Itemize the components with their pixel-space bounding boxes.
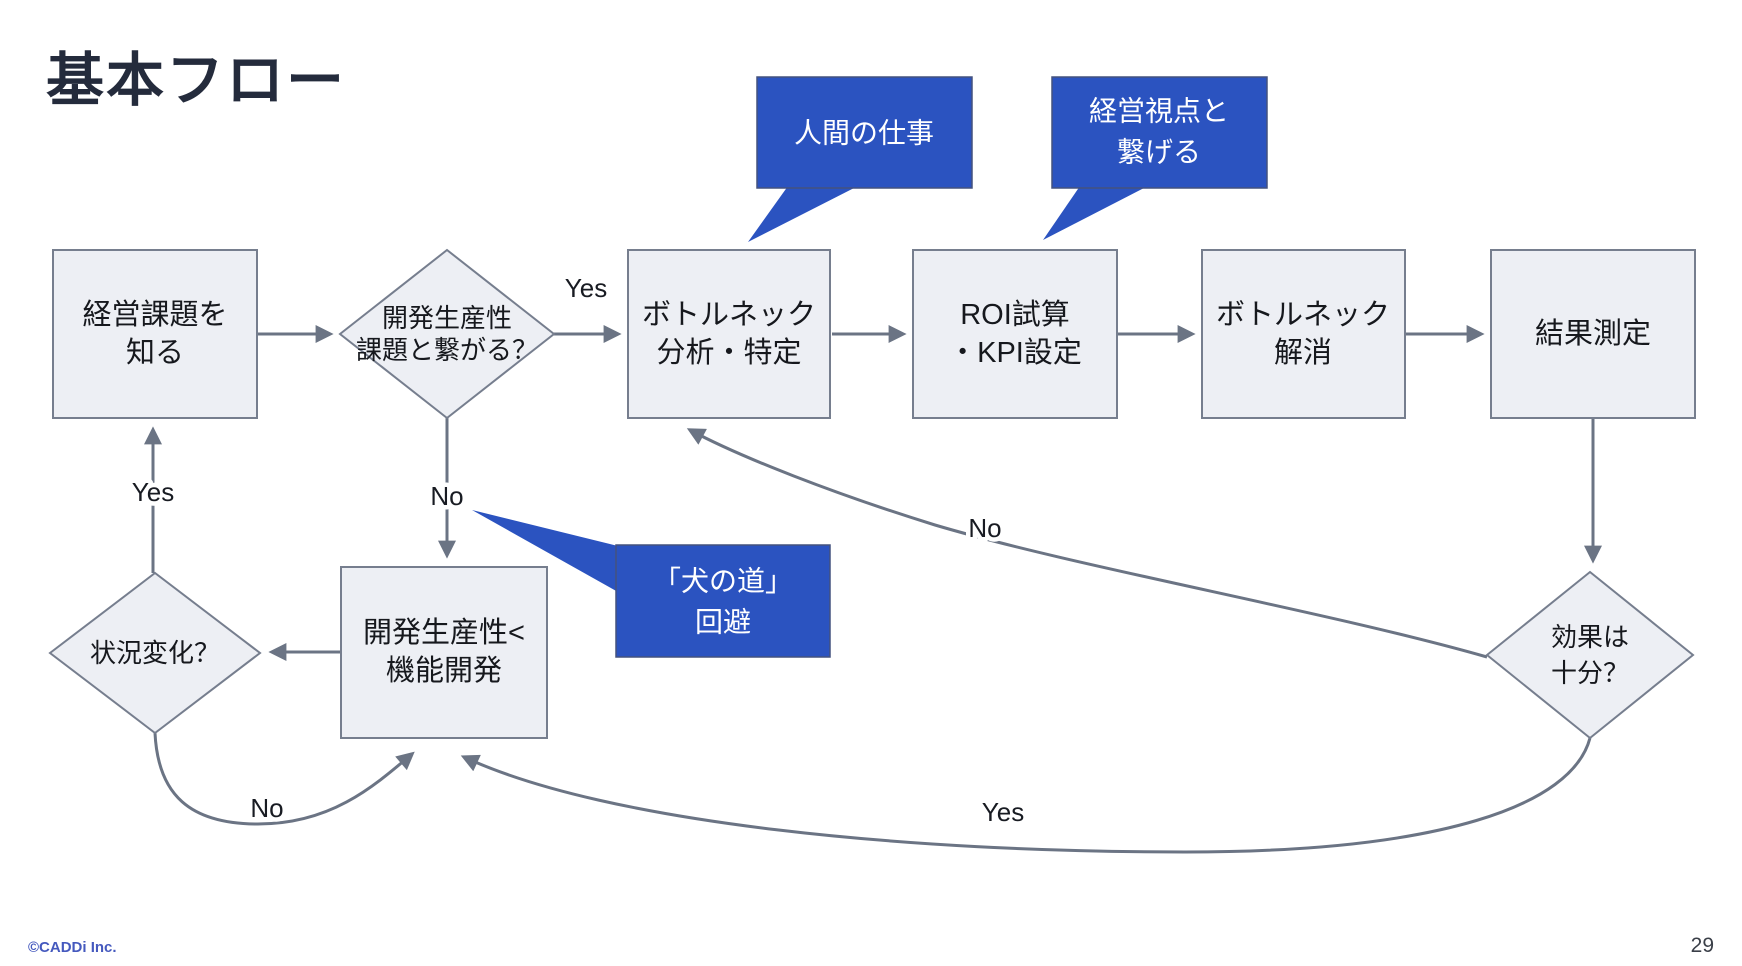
node-dev-productivity-link-decision: 開発生産性 課題と繋がる？ [338,248,556,420]
node-label-line1: ボトルネック [1216,299,1390,331]
page-title: 基本フロー [46,48,346,113]
decision-diamond [1485,570,1695,740]
decision-label-line1: 効果は [1551,622,1629,652]
edge-label-yes-effect-loop: Yes [982,797,1024,827]
node-roi-kpi: ROI試算 ・KPI設定 [912,249,1118,419]
callout-tail [748,186,858,242]
node-label-line1: 開発生産性< [363,616,525,649]
node-effect-sufficient-decision: 効果は 十分？ [1485,570,1695,740]
callout-tail [1043,186,1148,240]
decision-diamond [48,571,262,735]
node-label-line2: 機能開発 [386,654,502,687]
edge-label-yes-to-know-issues: Yes [132,477,174,507]
arrow-situation-no-loop [153,732,415,826]
decision-label-line1: 開発生産性 [382,303,512,333]
node-box [912,249,1118,419]
edge-label-no-to-productivity-box: No [430,481,463,511]
callout-box [615,544,831,658]
callout-label-line2: 回避 [695,607,751,638]
callout-label: 人間の仕事 [794,118,934,149]
decision-label: 状況変化？ [90,638,220,668]
decision-label-line2: 十分？ [1551,658,1629,688]
callout-label-line2: 繋げる [1117,137,1201,168]
arrow-effect-yes-loop [460,737,1592,854]
node-know-management-issues: 経営課題を 知る [52,249,258,419]
node-label-line2: 解消 [1274,336,1332,369]
decision-diamond [338,248,556,420]
node-label-line2: 分析・特定 [656,336,801,369]
node-bottleneck-analysis: ボトルネック 分析・特定 [627,249,831,419]
node-box [627,249,831,419]
decision-label-line2: 課題と繋がる？ [356,335,538,365]
edge-label-no-effect-loop: No [968,513,1001,543]
node-box [1490,249,1696,419]
node-label: 結果測定 [1535,317,1651,350]
flow-edges [144,325,1602,854]
edge-label-yes-to-analysis: Yes [565,273,607,303]
callout-label-line1: 「犬の道」 [653,566,793,597]
callout-label-line1: 経営視点と [1089,96,1229,127]
node-productivity-vs-feature: 開発生産性< 機能開発 [340,566,548,739]
node-label-line2: ・KPI設定 [948,336,1082,369]
callout-box [756,76,973,189]
callout-management-perspective: 経営視点と 繋げる [1043,76,1268,240]
callout-human-work: 人間の仕事 [748,76,973,242]
node-label-line1: ボトルネック [642,299,816,331]
node-label-line1: 経営課題を [82,298,227,331]
node-label-line2: 知る [126,336,184,369]
node-label-line1: ROI試算 [960,298,1070,331]
callout-box [1051,76,1268,189]
page-number: 29 [1691,934,1714,957]
node-result-measurement: 結果測定 [1490,249,1696,419]
arrow-effect-no-to-analysis [686,428,1488,659]
callout-tail [472,510,618,592]
copyright-notice: ©CADDi Inc. [28,939,117,956]
node-bottleneck-resolution: ボトルネック 解消 [1201,249,1406,419]
node-box [340,566,548,739]
node-box [1201,249,1406,419]
edge-label-no-situation-loop: No [250,793,283,823]
node-box [52,249,258,419]
callout-dog-path-avoidance: 「犬の道」 回避 [472,510,831,658]
node-situation-change-decision: 状況変化？ [48,571,262,735]
